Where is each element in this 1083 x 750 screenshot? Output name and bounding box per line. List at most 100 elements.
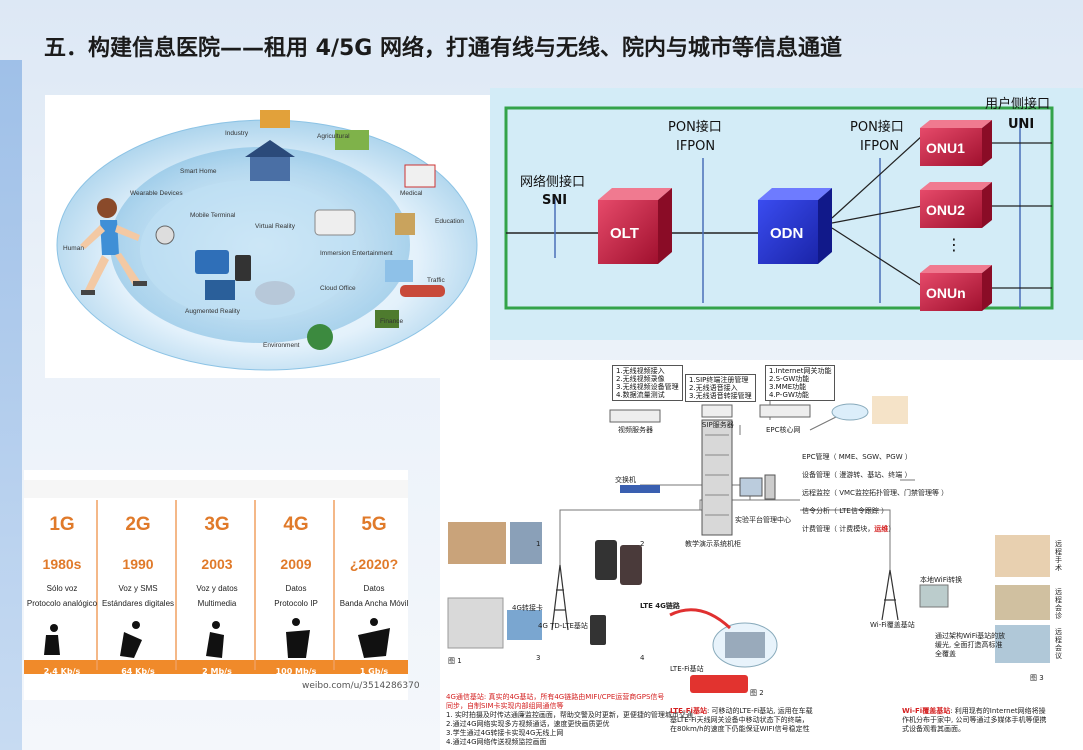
step-number: 2 — [640, 540, 645, 548]
onu1-label: ONU1 — [926, 140, 965, 156]
weibo-watermark: weibo.com/u/3514286370 — [302, 681, 420, 691]
industry-icon — [260, 110, 290, 128]
gen-desc: Estándares digitales — [101, 599, 175, 608]
photo-icon — [448, 522, 506, 564]
onun-label: ONUn — [926, 285, 966, 301]
desc-wifi: Wi-Fi覆盖基站: 利用现有的Internet网络将操 作机分布于家中, 公司… — [902, 707, 1046, 734]
card-label: 4G转接卡 — [512, 604, 543, 612]
gen-year: 2003 — [201, 556, 233, 572]
epc-management-list: EPC管理（ MME、SGW、PGW ） 设备管理（ 漫游转、基站、终端 ） 远… — [802, 453, 948, 534]
sip-server-label: SIP服务器 — [702, 421, 734, 429]
figure-label: 图 2 — [750, 689, 764, 697]
onu2-label: ONU2 — [926, 202, 965, 218]
wifi-tower-icon — [881, 569, 899, 621]
router-icon — [919, 584, 949, 608]
gen-name: 5G — [361, 514, 387, 535]
desc-4g-body: 1. 实时拍摄及时传达通廉监控画面，帮助交警及时更新，更便捷的管理城市交通 2.… — [446, 711, 693, 746]
iot-ecosystem-image: Industry Agricultural Smart Home Wearabl… — [45, 95, 490, 378]
odn-label: ODN — [770, 225, 803, 242]
switch-label: 交换机 — [615, 476, 636, 484]
onu2-box — [920, 182, 992, 228]
phone-icon — [235, 255, 251, 281]
gen-name: 1G — [49, 514, 75, 535]
photo-icon — [725, 632, 765, 658]
iot-label: Human — [63, 245, 84, 252]
ar-icon — [205, 280, 235, 300]
video-server-label: 视频服务器 — [618, 426, 653, 434]
figure-label: 图 1 — [448, 657, 462, 665]
network-system-diagram: 1.无线视频接入 2.无线视频录像 3.无线视频设备管理 4.数据流量测试 1.… — [440, 360, 1083, 750]
iot-label: Industry — [225, 130, 249, 137]
desc-lte-fi-title: LTE-Fi基站 — [670, 707, 707, 715]
gen-year: 1990 — [122, 556, 154, 572]
tablet-icon — [195, 250, 229, 274]
onun-box — [920, 265, 992, 311]
traffic-icon — [385, 260, 413, 282]
photo-icon — [872, 396, 908, 424]
iot-label: Smart Home — [180, 168, 217, 175]
vr-icon — [314, 209, 356, 236]
iot-label: Wearable Devices — [130, 190, 183, 197]
photo-icon — [510, 522, 542, 564]
feature-box-epc: 1.Internet网关功能 2.S-GW功能 3.MME功能 4.P-GW功能 — [765, 365, 836, 401]
globe-icon — [307, 324, 333, 350]
feature-box-video: 1.无线视频接入 2.无线视频录像 3.无线视频设备管理 4.数据流量测试 — [612, 365, 683, 401]
step-number: 1 — [536, 540, 541, 548]
iot-label: Virtual Reality — [255, 223, 296, 230]
remote-consult-label: 远程会诊 — [1055, 588, 1062, 620]
runner-figure — [80, 198, 147, 295]
olt-box — [598, 188, 672, 264]
sip-server-icon — [701, 404, 733, 418]
slide-title: 五．构建信息医院——租用 4/5G 网络，打通有线与无线、院内与城市等信息通道 — [44, 36, 843, 61]
ifpon-2: IFPON — [860, 139, 899, 154]
gen-desc: Multimedia — [197, 599, 237, 608]
epc-red: 运维 — [874, 525, 889, 533]
desc-lte-fi-body: : 可移动的LTE-Fi基站, 运用在车载 基LTE-Fi天线网关设备中移动状态… — [670, 707, 813, 733]
gen-desc: Datos — [285, 584, 307, 593]
cabinet-label: 教学演示系统机柜 — [685, 540, 741, 548]
sni-label: 网络侧接口 — [520, 174, 585, 190]
gen-year: ¿2020? — [349, 556, 399, 572]
phone-icon — [595, 540, 617, 580]
photo-icon — [507, 610, 542, 640]
gen-desc: Datos — [363, 584, 385, 593]
gen-desc: Protocolo IP — [274, 599, 318, 608]
photo-icon — [447, 597, 504, 649]
iot-label: Medical — [400, 190, 423, 197]
lte-link-label: LTE 4G链路 — [640, 602, 680, 610]
uni-label: 用户侧接口 — [985, 96, 1050, 112]
phone-icon — [590, 615, 606, 645]
cloud-icon — [831, 403, 869, 421]
uni-text: UNI — [1008, 117, 1034, 132]
speed-bar — [24, 660, 408, 674]
remote-meeting-label: 远程会议 — [1055, 628, 1062, 660]
wifi-station-label: Wi-Fi覆盖基站 — [870, 621, 915, 629]
gen-5g: 5G ¿2020? Datos Banda Ancha Móvil — [336, 500, 412, 660]
lte-station-label: 4G TD-LTE基站 — [538, 622, 588, 630]
photo-icon — [995, 625, 1050, 663]
finance-icon — [375, 310, 399, 328]
side-band — [0, 60, 22, 750]
gen-name: 3G — [204, 514, 230, 535]
desc-4g-station: 4G通信基站: 真实的4G基站，所有4G链路由MIFI/CPE运营商GPS信号同… — [446, 693, 693, 747]
gen-1g: 1G 1980s Sólo voz Protocolo analógico — [24, 500, 100, 660]
gen-year: 2009 — [280, 556, 312, 572]
gen-desc: Voz y SMS — [118, 584, 158, 593]
epc-server-label: EPC核心网 — [766, 426, 801, 434]
medical-icon — [404, 164, 436, 188]
cabinet-icon — [701, 419, 733, 536]
epc-server-icon — [759, 404, 811, 418]
olt-label: OLT — [610, 225, 639, 242]
video-server-icon — [609, 409, 661, 423]
sni-text: SNI — [542, 193, 567, 208]
odn-box — [758, 188, 832, 264]
iot-label: Traffic — [427, 277, 445, 284]
gen-speed: 100 Mb/s — [275, 667, 317, 676]
epc-items: EPC管理（ MME、SGW、PGW ） 设备管理（ 漫游转、基站、终端 ） 远… — [802, 453, 949, 533]
gen-desc: Voz y datos — [196, 584, 238, 593]
pon-architecture-diagram: 网络侧接口 SNI PON接口 IFPON PON接口 IFPON 用户侧接口 … — [490, 88, 1083, 340]
gen-desc: Protocolo analógico — [26, 599, 98, 608]
pon-label-1: PON接口 — [668, 119, 722, 135]
feature-box-sip: 1.SIP终端注册管理 2.无线语音接入 3.无线语音转接管理 — [685, 374, 756, 402]
onu1-box — [920, 120, 992, 166]
